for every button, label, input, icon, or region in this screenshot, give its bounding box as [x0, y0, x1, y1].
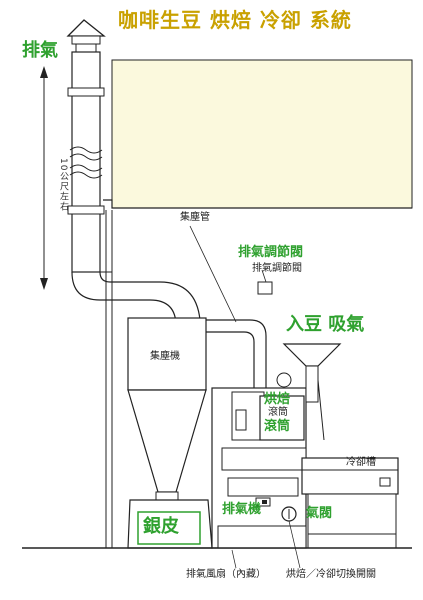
pipe-clamp-bottom — [67, 205, 105, 215]
label-distance: 10公尺左右 — [58, 158, 68, 212]
label-drum-black: 滾筒 — [268, 407, 288, 418]
label-dust-pipe: 集塵管 — [180, 212, 210, 223]
roof-line — [103, 199, 412, 209]
label-dust-collector: 集塵機 — [150, 351, 180, 362]
label-chaff: 銀皮 — [143, 516, 179, 537]
hopper-neck — [305, 365, 319, 403]
label-exhaust-fan-green: 排氣機 — [222, 502, 262, 517]
dust-pipe — [206, 319, 267, 392]
cooling-stand — [307, 493, 397, 549]
roaster-middle-panel — [221, 447, 307, 471]
chaff-label-box — [137, 511, 201, 545]
label-damper-green: 排氣調節閥 — [238, 245, 304, 260]
label-cooling-tray: 冷卻槽 — [346, 457, 376, 468]
label-exhaust: 排氣 — [22, 40, 58, 61]
wall-panel — [111, 59, 413, 209]
dust-pipe-leader — [189, 225, 237, 323]
label-bean-intake: 入豆 吸氣 — [286, 314, 365, 335]
label-air-valve: 氣閥 — [306, 506, 333, 521]
label-switch: 烘焙／冷卻切換開關 — [286, 569, 376, 580]
label-damper-black: 排氣調節閥 — [252, 263, 302, 274]
diagram-title: 咖啡生豆 烘焙 冷卻 系統 — [118, 8, 352, 32]
exhaust-damper — [257, 281, 273, 295]
label-roast-green: 烘焙 — [264, 392, 291, 407]
label-exhaust-fan-black: 排氣風扇（內藏） — [186, 569, 266, 580]
dust-collector-cone — [127, 389, 207, 493]
chimney-pipe — [71, 51, 101, 273]
cooling-tray — [301, 457, 399, 495]
roaster-lower-panel — [227, 477, 299, 497]
chimney-cap — [66, 19, 106, 37]
chimney-cap-band — [71, 35, 101, 45]
drum-housing — [259, 395, 305, 441]
label-drum-green: 滾筒 — [264, 419, 291, 434]
pipe-clamp-top — [67, 87, 105, 97]
bean-hopper — [282, 343, 342, 367]
